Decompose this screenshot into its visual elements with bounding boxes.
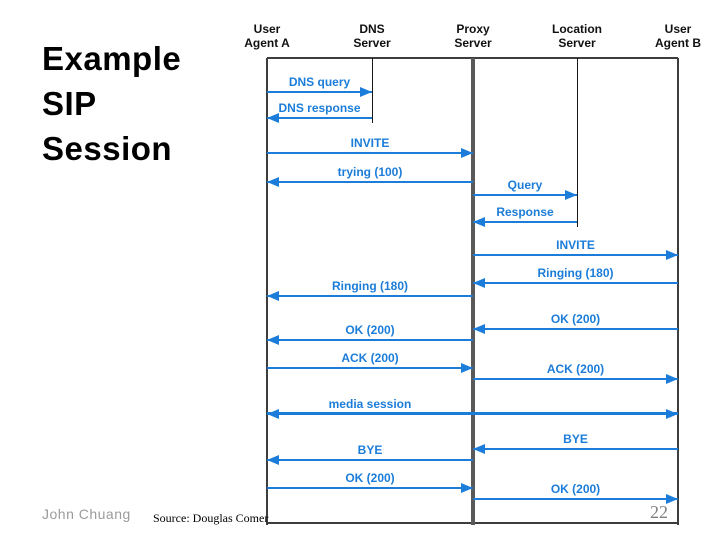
arrowhead-icon — [360, 87, 372, 97]
slide-title-line-3: Session — [42, 130, 173, 167]
message-label: Ringing (180) — [537, 266, 614, 280]
lifeline-header-line: Server — [353, 36, 391, 50]
arrowhead-icon — [473, 217, 485, 227]
message-line — [473, 194, 577, 196]
lifeline-ua_b — [677, 58, 679, 525]
lifeline-header-line: User — [664, 22, 692, 36]
message-label: OK (200) — [550, 482, 601, 496]
message-line — [267, 367, 473, 369]
footer-author: John Chuang — [42, 506, 131, 522]
message-line — [473, 282, 678, 284]
message-label: BYE — [563, 432, 588, 446]
message-label: DNS response — [278, 101, 361, 115]
arrowhead-icon — [461, 483, 473, 493]
message-line — [473, 328, 678, 330]
message-label: Ringing (180) — [331, 279, 409, 293]
arrowhead-icon — [461, 363, 473, 373]
message-label: OK (200) — [550, 312, 601, 326]
slide-title: Example SIP Session — [42, 36, 181, 171]
slide-title-line-2: SIP — [42, 85, 97, 122]
arrowhead-icon — [666, 409, 678, 419]
message-line — [267, 295, 473, 297]
arrowhead-icon — [666, 374, 678, 384]
message-label: trying (100) — [337, 165, 403, 179]
arrowhead-icon — [666, 494, 678, 504]
lifeline-header-line: Agent A — [244, 36, 290, 50]
message-label: INVITE — [350, 136, 390, 150]
lifeline-proxy — [471, 58, 475, 525]
message-line — [267, 339, 473, 341]
lifeline-header-line: Server — [558, 36, 596, 50]
message-line — [473, 498, 678, 500]
arrowhead-icon — [461, 148, 473, 158]
arrowhead-icon — [267, 335, 279, 345]
message-line — [473, 221, 577, 223]
arrowhead-icon — [565, 190, 577, 200]
arrowhead-icon — [473, 324, 485, 334]
message-label: INVITE — [556, 238, 595, 252]
arrowhead-icon — [473, 278, 485, 288]
message-line — [267, 91, 372, 93]
message-label: media session — [328, 397, 412, 411]
message-label: OK (200) — [345, 471, 395, 485]
lifeline-header-line: Agent B — [655, 36, 701, 50]
lifeline-header-line: Proxy — [456, 22, 490, 36]
message-line — [473, 254, 678, 256]
message-line — [473, 378, 678, 380]
message-label: ACK (200) — [546, 362, 605, 376]
message-label: Query — [507, 178, 543, 192]
arrowhead-icon — [666, 250, 678, 260]
lifeline-header-line: Location — [552, 22, 602, 36]
lifeline-dns — [371, 58, 373, 123]
footer-source: Source: Douglas Comer — [153, 511, 269, 525]
message-label: BYE — [357, 443, 383, 457]
message-line — [267, 152, 473, 154]
message-line — [473, 448, 678, 450]
arrowhead-icon — [267, 113, 279, 123]
lifeline-header-line: DNS — [359, 22, 385, 36]
message-line — [267, 487, 473, 489]
message-label: OK (200) — [345, 323, 395, 337]
lifeline-header-line: User — [253, 22, 281, 36]
message-label: Response — [496, 205, 554, 219]
message-line — [267, 412, 678, 415]
arrowhead-icon — [267, 455, 279, 465]
lifeline-location — [576, 58, 578, 227]
message-line — [267, 181, 473, 183]
lifeline-header-line: Server — [454, 36, 492, 50]
arrowhead-icon — [267, 291, 279, 301]
message-label: DNS query — [288, 75, 351, 89]
slide-title-line-1: Example — [42, 40, 182, 77]
message-line — [267, 117, 372, 119]
arrowhead-icon — [267, 409, 279, 419]
arrowhead-icon — [267, 177, 279, 187]
message-line — [267, 459, 473, 461]
arrowhead-icon — [473, 444, 485, 454]
message-label: ACK (200) — [341, 351, 399, 365]
page-number: 22 — [650, 502, 668, 522]
